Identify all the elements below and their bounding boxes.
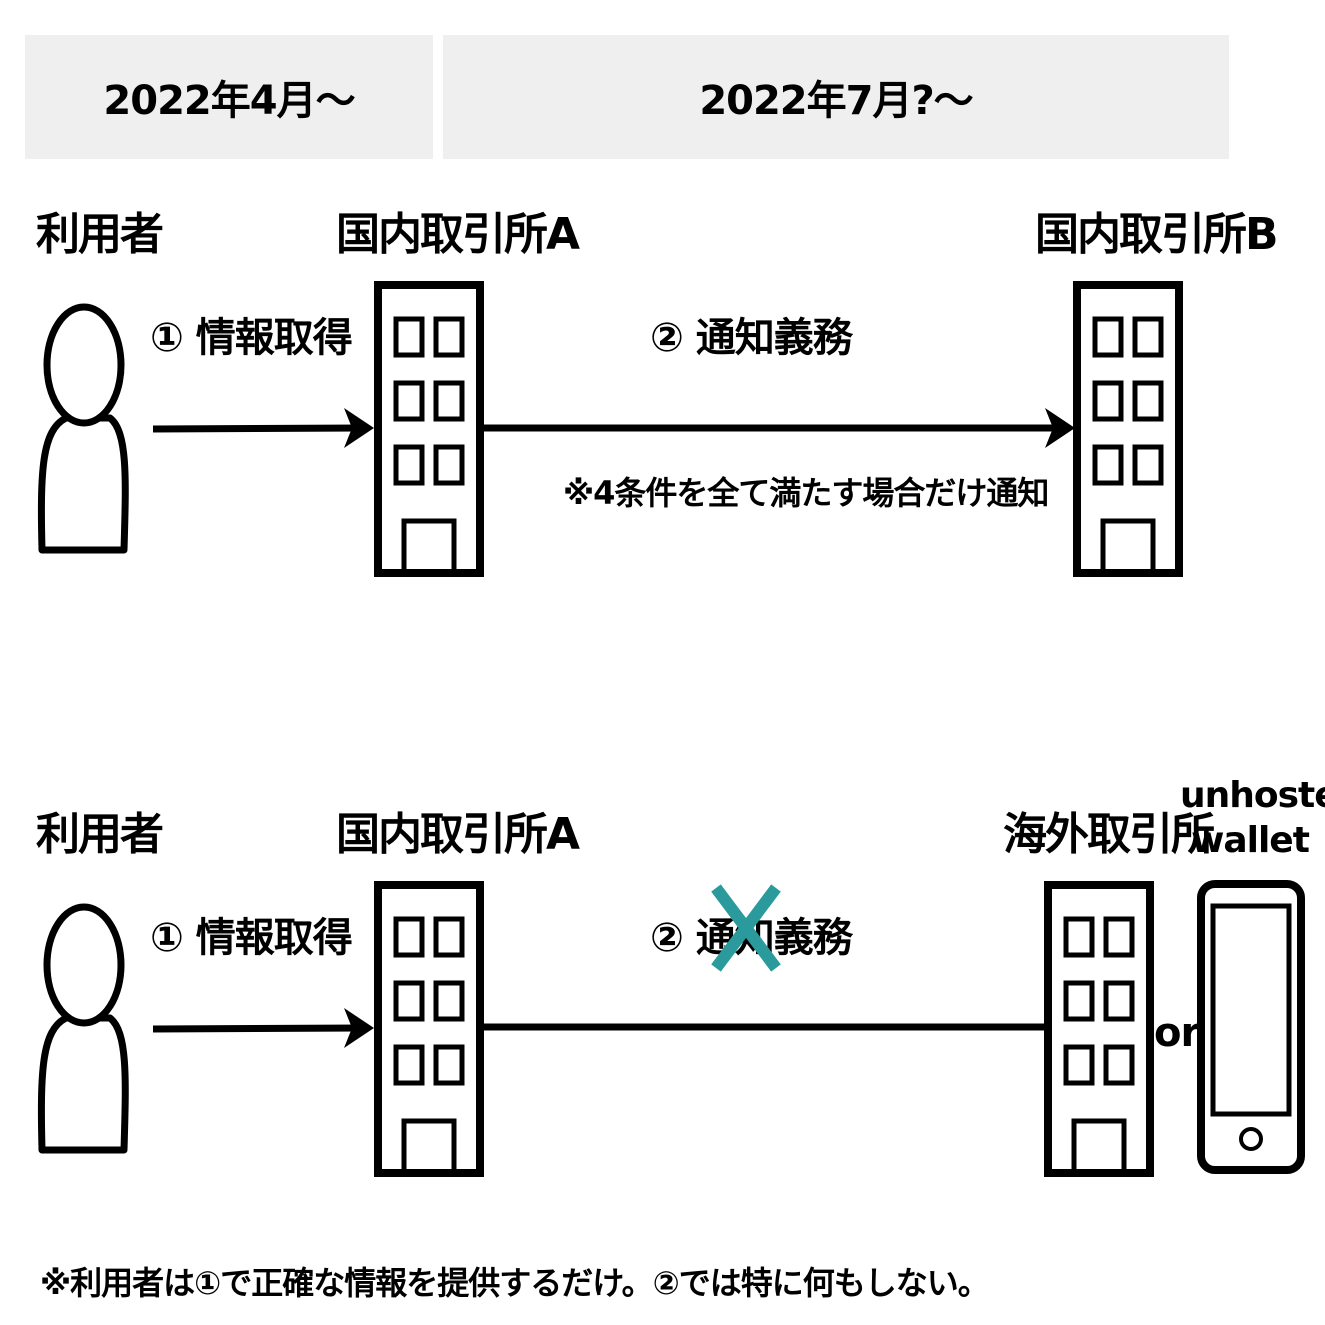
bottom-exchange-a-building-icon: [378, 885, 480, 1173]
top-exchange-a-label: 国内取引所A: [336, 209, 580, 260]
top-condition-note: ※4条件を全て満たす場合だけ通知: [563, 474, 1049, 512]
top-user-label: 利用者: [36, 209, 164, 260]
bottom-overseas-label: 海外取引所: [1003, 809, 1215, 860]
footer-note: ※利用者は①で正確な情報を提供するだけ。②では特に何もしない。: [40, 1264, 990, 1302]
top-exchange-b-label: 国内取引所B: [1035, 209, 1279, 260]
overseas-exchange-building-icon: [1048, 885, 1150, 1173]
bottom-user-label: 利用者: [36, 809, 164, 860]
header-period-apr: 2022年4月～: [25, 35, 433, 159]
top-step2-label: ② 通知義務: [650, 315, 853, 361]
bottom-user-icon: [41, 907, 125, 1150]
top-arrow-user-to-a: [152, 408, 374, 448]
top-user-icon: [41, 307, 125, 550]
or-label: or: [1154, 1010, 1200, 1056]
top-step1-label: ① 情報取得: [150, 315, 353, 361]
bottom-wallet-label: unhosted wallet: [1180, 775, 1325, 861]
top-exchange-b-building-icon: [1077, 285, 1179, 573]
header-period-jul: 2022年7月?～: [443, 35, 1229, 159]
bottom-exchange-a-label: 国内取引所A: [336, 809, 580, 860]
bottom-arrow-user-to-a: [152, 1008, 374, 1048]
bottom-step1-label: ① 情報取得: [150, 915, 353, 961]
smartphone-icon: [1197, 880, 1305, 1174]
cross-mark-icon: [711, 884, 781, 972]
top-arrow-a-to-b: [480, 408, 1075, 448]
top-exchange-a-building-icon: [378, 285, 480, 573]
